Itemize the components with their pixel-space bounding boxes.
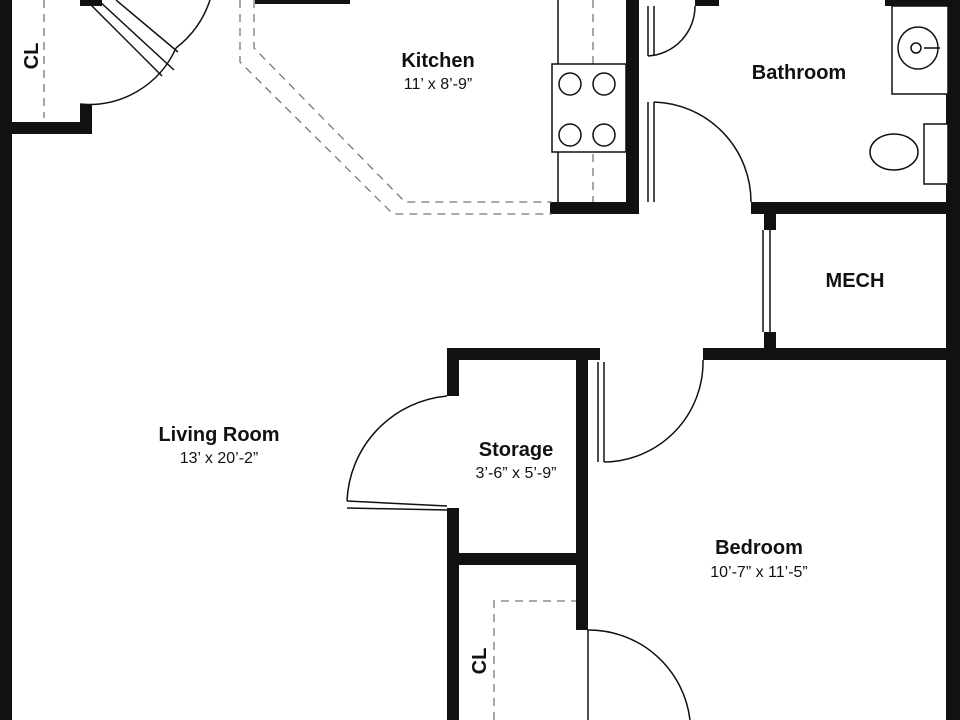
storage-label: Storage <box>479 439 553 461</box>
bathroom-fixtures <box>869 5 949 185</box>
toilet-icon <box>869 133 919 171</box>
wall-closet-top-stub <box>80 0 102 6</box>
wall-mech-jamb-bottom <box>764 332 776 352</box>
kitchen-dims: 11’ x 8’-9” <box>404 76 472 93</box>
closet-label-top: CL <box>21 43 43 70</box>
living-room-label: Living Room <box>158 424 279 446</box>
burner <box>592 123 616 147</box>
wall-storage-top <box>447 348 600 360</box>
wall-storage-bottom <box>447 553 588 565</box>
bottom-closet-shelf-line <box>493 600 576 720</box>
storage-dims: 3’-6” x 5’-9” <box>476 465 557 482</box>
wall-storage-right <box>576 348 588 630</box>
doors <box>79 0 771 720</box>
cabinet-outlines <box>43 0 594 720</box>
mech-label: MECH <box>826 270 885 292</box>
bedroom-label: Bedroom <box>715 537 803 559</box>
labels: Kitchen 11’ x 8’-9” Bathroom MECH Living… <box>21 43 884 675</box>
wall-storage-left-top <box>447 348 459 396</box>
closet-label-bottom: CL <box>469 648 491 675</box>
burner <box>558 123 582 147</box>
kitchen-counter <box>551 0 627 202</box>
wall-kitchen-top <box>255 0 350 4</box>
living-room-dims: 13’ x 20’-2” <box>180 450 259 467</box>
kitchen-counter-peninsula-inner <box>253 0 552 203</box>
wall-closet-jamb <box>80 104 92 134</box>
burner <box>592 72 616 96</box>
wall-kitchen-right <box>626 0 639 214</box>
burner <box>558 72 582 96</box>
wall-left-outer <box>0 0 12 720</box>
wall-bath-top-right <box>885 0 960 6</box>
bathroom-label: Bathroom <box>752 62 846 84</box>
toilet-tank <box>923 123 949 185</box>
wall-mech-jamb-top <box>764 202 776 230</box>
wall-kitchen-bottom <box>550 202 639 214</box>
bedroom-dims: 10’-7” x 11’-5” <box>710 564 808 581</box>
wall-storage-left-bottom <box>447 508 459 720</box>
kitchen-label: Kitchen <box>401 50 474 72</box>
storage-door <box>346 500 448 507</box>
wall-closet-bottom <box>0 122 92 134</box>
kitchen-counter-peninsula <box>239 0 552 215</box>
wall-mech-bottom <box>703 348 960 360</box>
wall-bath-bottom <box>751 202 960 214</box>
bottom-closet-door <box>587 629 691 720</box>
closet-door-swing <box>79 47 177 106</box>
wall-bath-top-stub <box>695 0 719 6</box>
